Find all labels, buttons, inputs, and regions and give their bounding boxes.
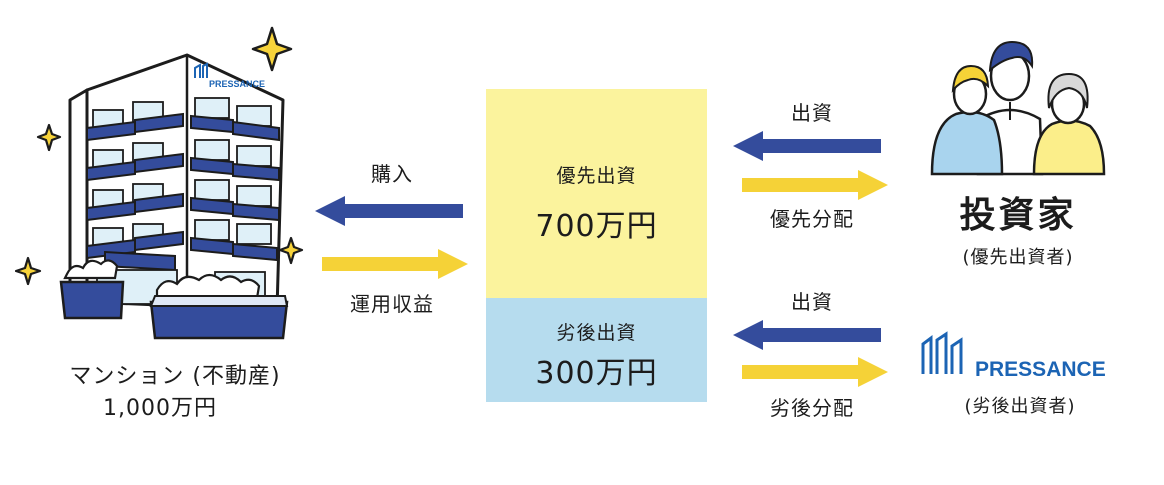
arrow-right-yellow-icon [742, 357, 888, 387]
arrow-left-blue-icon [315, 196, 463, 226]
income-label: 運用収益 [350, 292, 434, 316]
property-price: 1,000万円 [103, 396, 217, 421]
arrow-left-blue-icon [733, 131, 881, 161]
investor-title: 投資家 [959, 195, 1077, 236]
sparkle-icon [15, 256, 42, 286]
building-logo-text: PRESSANCE [209, 79, 265, 89]
senior-amount: 700万円 [535, 209, 658, 244]
junior-investment-box: 劣後出資 300万円 [486, 298, 707, 402]
company-logo-text: PRESSANCE [975, 358, 1106, 381]
company-subtitle: (劣後出資者) [964, 396, 1076, 417]
senior-investment-box: 優先出資 700万円 [486, 89, 707, 298]
arrow-right-yellow-icon [322, 249, 468, 279]
company-logo: PRESSANCE [919, 330, 1109, 386]
purchase-label: 購入 [371, 162, 413, 186]
sparkle-icon [36, 123, 62, 152]
arrow-left-blue-icon [733, 320, 881, 350]
investors-illustration [930, 40, 1106, 176]
junior-label: 劣後出資 [556, 322, 637, 344]
building-illustration: PRESSANCE [15, 26, 304, 340]
building-logo-icon [194, 62, 208, 78]
property-title: マンション (不動産) [69, 364, 281, 389]
company-invest-label: 出資 [791, 290, 833, 314]
investor-subtitle: (優先出資者) [962, 247, 1074, 268]
investor-invest-label: 出資 [791, 101, 833, 125]
junior-distribution-label: 劣後分配 [770, 396, 854, 420]
senior-label: 優先出資 [556, 165, 637, 187]
sparkle-icon [251, 26, 293, 72]
junior-amount: 300万円 [535, 356, 658, 391]
arrow-right-yellow-icon [742, 170, 888, 200]
company-logo-icon [921, 331, 963, 374]
sparkle-icon [278, 236, 304, 265]
senior-distribution-label: 優先分配 [770, 207, 854, 231]
